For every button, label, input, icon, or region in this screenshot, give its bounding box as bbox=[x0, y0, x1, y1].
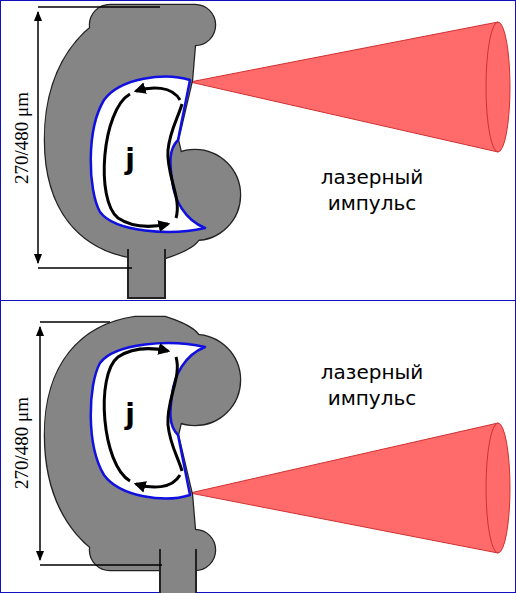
current-label: j bbox=[122, 401, 138, 429]
panel-bottom bbox=[45, 317, 510, 570]
panel-top bbox=[45, 5, 510, 258]
laser-label: лазерный импульс bbox=[317, 164, 427, 216]
laser-label: лазерный импульс bbox=[317, 359, 427, 411]
dimension-bracket bbox=[40, 322, 162, 565]
dimension-bracket bbox=[38, 7, 160, 268]
divider bbox=[0, 300, 516, 301]
current-label: j bbox=[122, 146, 138, 174]
dimension-label: 270/480 μm bbox=[11, 397, 33, 489]
dimension-label: 270/480 μm bbox=[11, 92, 33, 184]
